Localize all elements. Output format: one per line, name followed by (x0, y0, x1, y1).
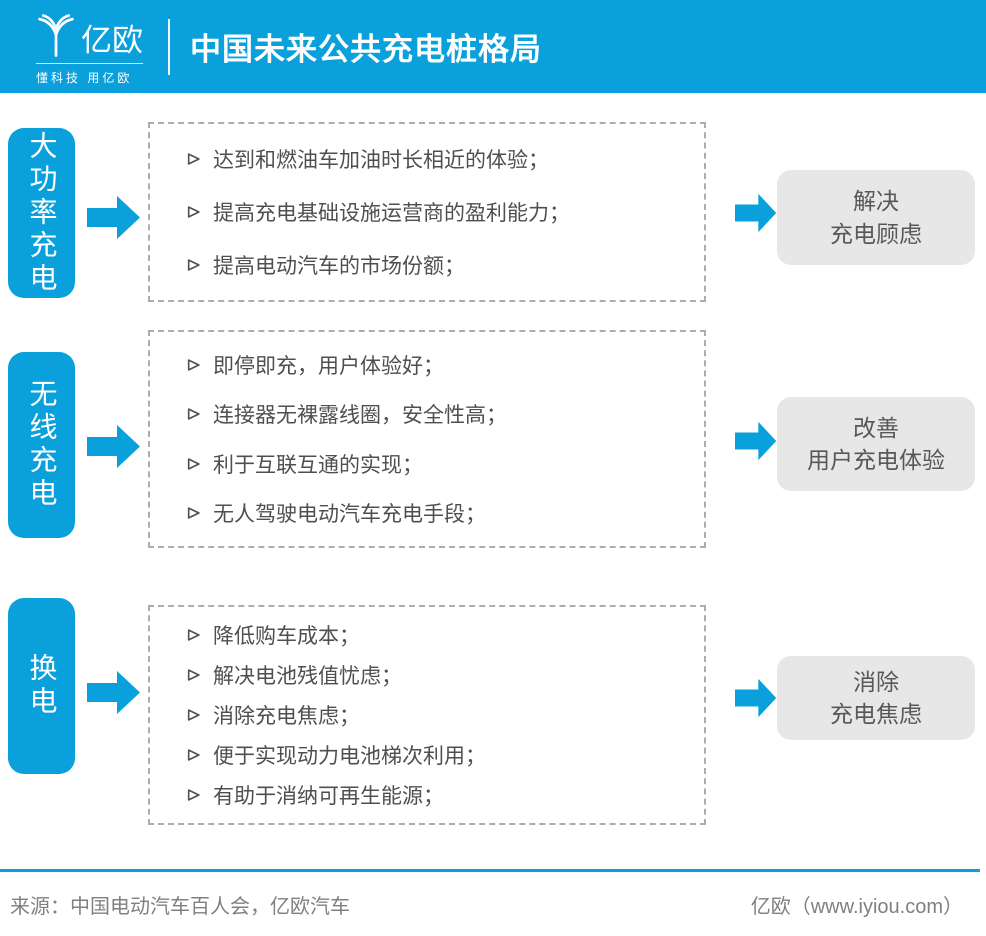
bullet-item: 无人驾驶电动汽车充电手段； (186, 498, 694, 528)
bullet-item: 解决电池残值忧虑； (186, 660, 694, 690)
page-title: 中国未来公共充电桩格局 (190, 32, 542, 67)
header-divider (168, 19, 170, 75)
points-panel: 即停即充，用户体验好； 连接器无裸露线圈，安全性高； 利于互联互通的实现； (148, 330, 706, 548)
outcome-line1: 解决 (853, 188, 899, 215)
bullet-item: 利于互联互通的实现； (186, 449, 694, 479)
footer-source: 来源：中国电动汽车百人会，亿欧汽车 (10, 896, 350, 918)
right-block-arrow-icon (87, 195, 141, 240)
bullet-text: 提高电动汽车的市场份额； (213, 255, 465, 279)
arrowhead-bullet-icon (186, 357, 202, 373)
arrowhead-bullet-icon (186, 257, 202, 273)
bullet-item: 便于实现动力电池梯次利用； (186, 740, 694, 770)
arrowhead-bullet-icon (186, 747, 202, 763)
bullet-item: 有助于消纳可再生能源； (186, 780, 694, 810)
outcome-card: 改善 用户充电体验 (777, 397, 975, 491)
bullet-text: 有助于消纳可再生能源； (213, 785, 444, 808)
outcome-line2: 用户充电体验 (807, 447, 945, 473)
arrowhead-bullet-icon (186, 456, 202, 472)
right-block-arrow-icon (87, 424, 141, 469)
iyiou-branch-logo-icon (36, 13, 76, 58)
footer-credit: 亿欧（www.iyiou.com） (750, 896, 963, 918)
brand-logo: 亿欧 懂科技 用亿欧 (36, 13, 143, 86)
right-block-arrow-icon (735, 421, 777, 461)
bullet-text: 利于互联互通的实现； (213, 453, 423, 477)
bullet-item: 提高充电基础设施运营商的盈利能力； (186, 197, 694, 227)
row-label-wireless-charging: 无线充电 (8, 352, 75, 538)
arrowhead-bullet-icon (186, 787, 202, 803)
arrowhead-bullet-icon (186, 505, 202, 521)
logo-text: 亿欧 (81, 23, 143, 58)
arrowhead-bullet-icon (186, 204, 202, 220)
outcome-card: 解决 充电顾虑 (777, 170, 975, 265)
row-label-high-power-charging: 大功率充电 (8, 128, 75, 298)
outcome-line2: 充电顾虑 (830, 220, 922, 247)
arrowhead-bullet-icon (186, 151, 202, 167)
bullet-text: 便于实现动力电池梯次利用； (213, 745, 486, 768)
row-label-battery-swap: 换电 (8, 598, 75, 774)
header-bar: 亿欧 懂科技 用亿欧 中国未来公共充电桩格局 (0, 0, 986, 93)
bullet-text: 消除充电焦虑； (213, 705, 360, 728)
bullet-text: 提高充电基础设施运营商的盈利能力； (213, 201, 570, 225)
logo-tagline: 懂科技 用亿欧 (36, 63, 143, 86)
outcome-line2: 充电焦虑 (830, 701, 922, 727)
bullet-text: 降低购车成本； (213, 625, 360, 648)
arrowhead-bullet-icon (186, 406, 202, 422)
points-panel: 降低购车成本； 解决电池残值忧虑； 消除充电焦虑； 便于实现动力 (148, 605, 706, 825)
bullet-text: 达到和燃油车加油时长相近的体验； (213, 148, 549, 172)
bullet-text: 连接器无裸露线圈，安全性高； (213, 404, 507, 428)
points-panel: 达到和燃油车加油时长相近的体验； 提高充电基础设施运营商的盈利能力； 提高电动汽… (148, 122, 706, 302)
right-block-arrow-icon (735, 193, 777, 233)
bullet-item: 消除充电焦虑； (186, 700, 694, 730)
arrowhead-bullet-icon (186, 667, 202, 683)
right-block-arrow-icon (87, 670, 141, 715)
footer-divider (0, 869, 980, 872)
bullet-item: 提高电动汽车的市场份额； (186, 250, 694, 280)
outcome-line1: 消除 (853, 668, 899, 695)
bullet-item: 即停即充，用户体验好； (186, 350, 694, 380)
outcome-line1: 改善 (853, 414, 899, 441)
arrowhead-bullet-icon (186, 707, 202, 723)
arrowhead-bullet-icon (186, 627, 202, 643)
outcome-card: 消除 充电焦虑 (777, 656, 975, 740)
right-block-arrow-icon (735, 678, 777, 718)
bullet-item: 达到和燃油车加油时长相近的体验； (186, 144, 694, 174)
bullet-text: 即停即充，用户体验好； (213, 354, 444, 378)
bullet-text: 无人驾驶电动汽车充电手段； (213, 503, 486, 527)
bullet-item: 降低购车成本； (186, 620, 694, 650)
bullet-text: 解决电池残值忧虑； (213, 665, 402, 688)
bullet-item: 连接器无裸露线圈，安全性高； (186, 399, 694, 429)
